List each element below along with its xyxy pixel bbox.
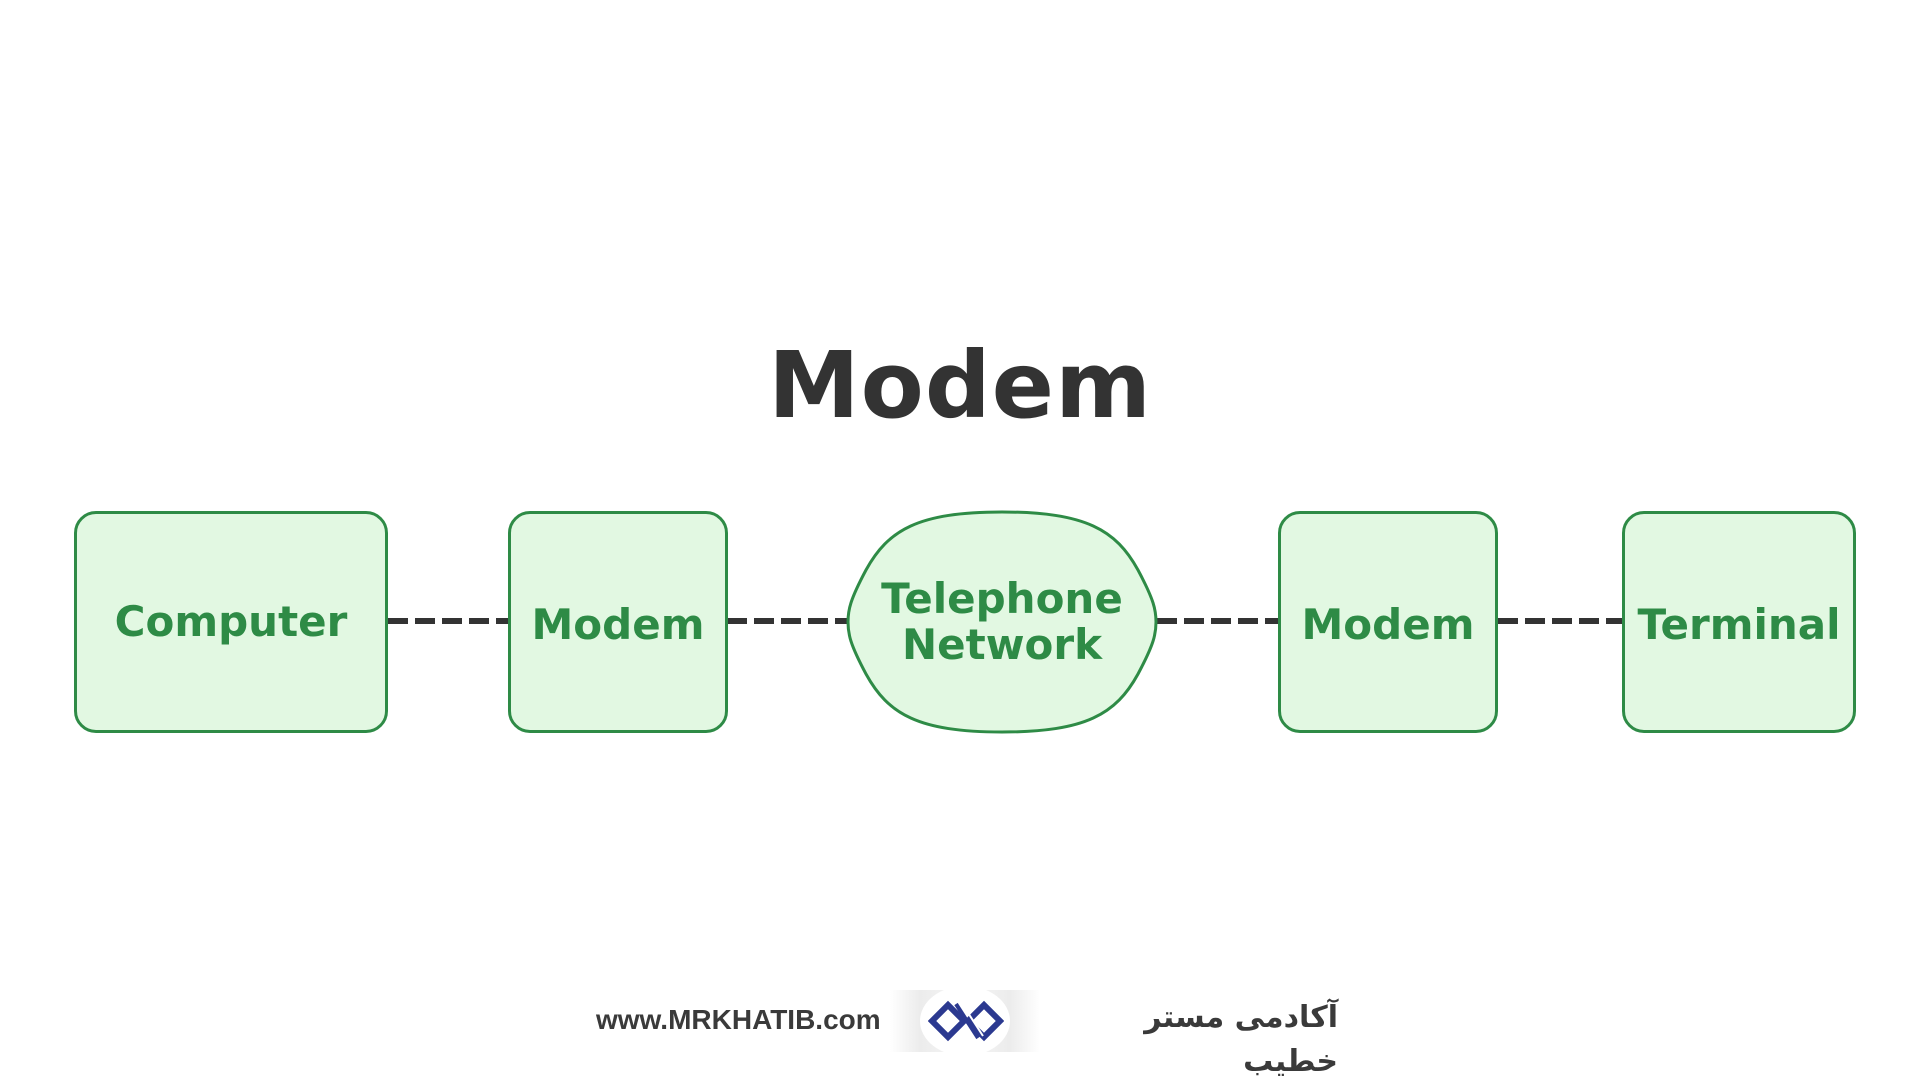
node-modem-2: Modem [1278,511,1498,733]
interlocking-diamonds-logo-icon [928,1000,1004,1042]
edge-telephone-network-modem-2 [1157,618,1279,624]
footer-watermark: www.MRKHATIB.com آکادمی مستر خطیب [0,986,1920,1079]
node-label-line-1: Telephone [881,574,1123,623]
edge-modem-2-terminal [1498,618,1624,624]
node-label: Computer [114,597,348,646]
node-terminal: Terminal [1622,511,1856,733]
node-label: Modem [1301,600,1475,649]
edge-computer-modem-1 [388,618,510,624]
ellipse-shape [846,510,1158,734]
brand-name: آکادمی مستر خطیب [1144,1000,1338,1079]
node-label: Modem [531,600,705,649]
diagram-title: Modem [768,332,1152,439]
node-label: Terminal [1637,600,1841,649]
node-telephone-network: Telephone Network [846,510,1158,734]
node-label: Telephone Network [846,510,1158,734]
node-computer: Computer [74,511,388,733]
node-modem-1: Modem [508,511,728,733]
website-url: www.MRKHATIB.com [596,1004,881,1035]
node-label-line-2: Network [901,620,1102,669]
edge-modem-1-telephone-network [727,618,849,624]
